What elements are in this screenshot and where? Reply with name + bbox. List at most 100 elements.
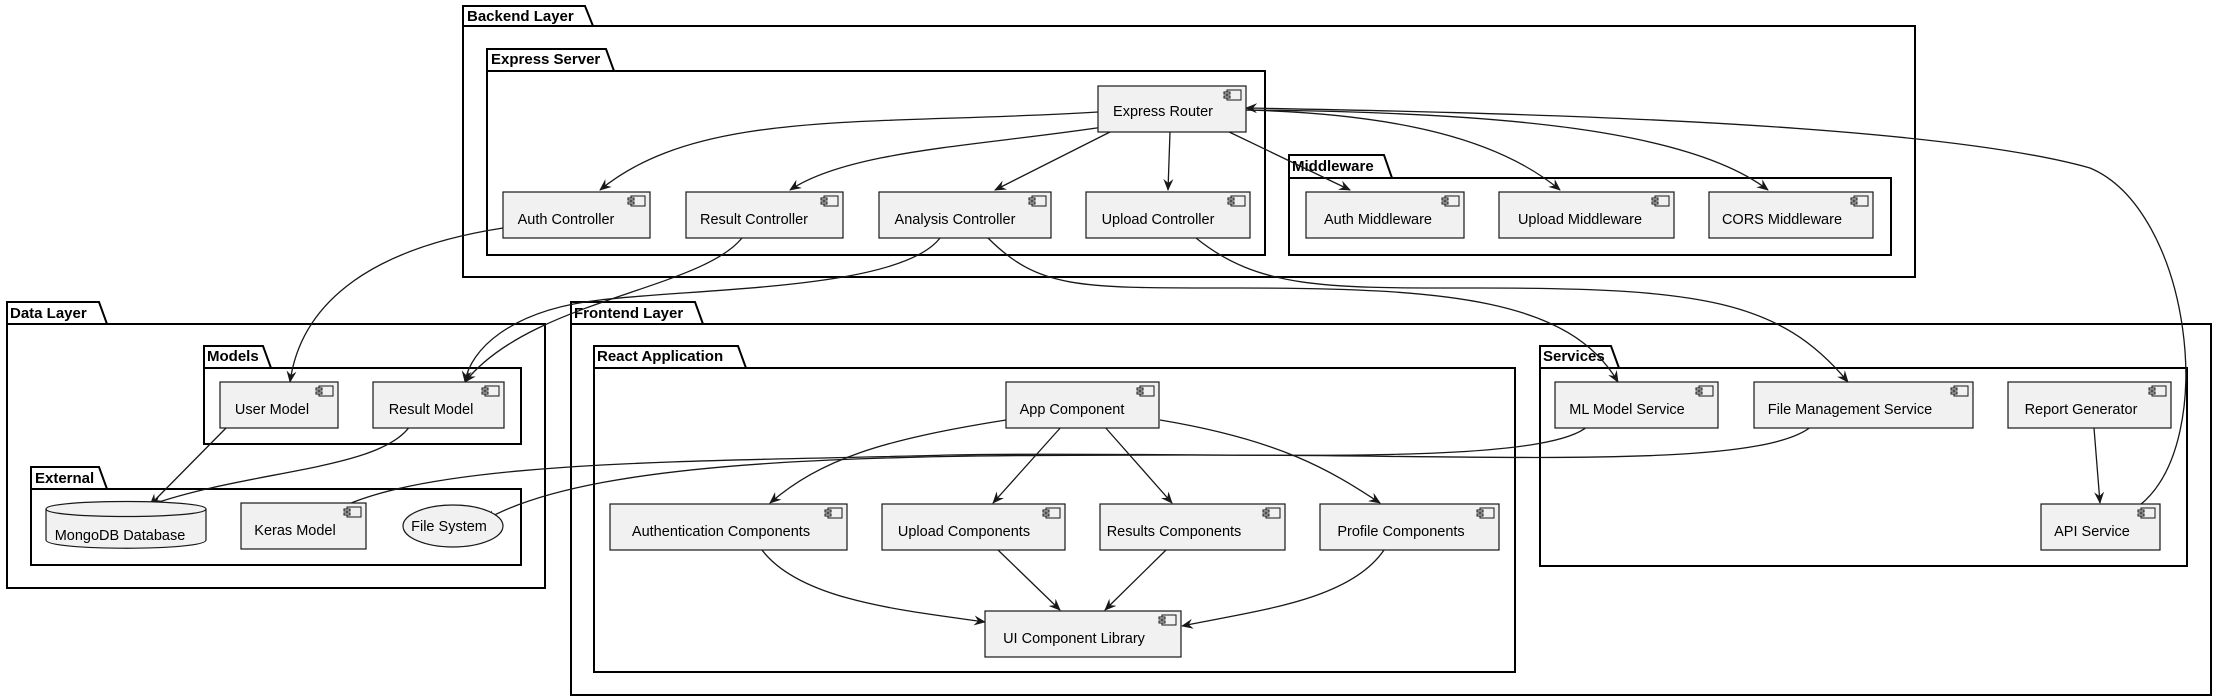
- edge-upload-controller-file-management: [1195, 237, 1849, 383]
- component-label: Auth Middleware: [1324, 212, 1432, 228]
- component-icon: [1950, 385, 1969, 397]
- package-frontend-layer: Frontend Layer: [570, 301, 2212, 696]
- package-backend-layer: Backend Layer: [462, 5, 1916, 278]
- package-models: Models: [203, 345, 522, 445]
- component-icon: [343, 506, 362, 518]
- edge-app-upload-components: [992, 425, 1063, 504]
- edge-results-components-ui-library: [1104, 549, 1167, 611]
- component-label: File Management Service: [1768, 402, 1932, 418]
- component-result-model: Result Model: [372, 381, 505, 429]
- package-title: External: [35, 470, 94, 487]
- component-label: Results Components: [1107, 524, 1242, 540]
- component-label: Profile Components: [1337, 524, 1464, 540]
- component-profile-components: Profile Components: [1319, 503, 1500, 551]
- package-react-application: React Application: [593, 345, 1516, 673]
- component-ml-model-service: ML Model Service: [1554, 381, 1719, 429]
- edge-analysis-controller-result-model: [461, 237, 941, 383]
- component-icon: [1262, 507, 1281, 519]
- component-cors-middleware: CORS Middleware: [1708, 191, 1874, 239]
- component-file-management-service: File Management Service: [1753, 381, 1974, 429]
- component-label: Keras Model: [254, 523, 335, 539]
- component-label: Report Generator: [2025, 402, 2138, 418]
- component-label: MongoDB Database: [55, 528, 186, 544]
- component-label: User Model: [235, 402, 309, 418]
- component-icon: [481, 385, 500, 397]
- edge-router-auth-controller: [599, 111, 1099, 191]
- edge-report-generator-api-service: [2093, 427, 2105, 504]
- component-icon: [1441, 195, 1460, 207]
- package-middleware: Middleware: [1288, 154, 1892, 256]
- edge-analysis-controller-ml-model-service: [987, 237, 1619, 383]
- edge-auth-components-ui-library: [761, 549, 986, 626]
- component-file-system: File System: [402, 504, 504, 548]
- component-upload-middleware: Upload Middleware: [1498, 191, 1675, 239]
- component-icon: [2148, 385, 2167, 397]
- component-label: Upload Middleware: [1518, 212, 1642, 228]
- component-icon: [1695, 385, 1714, 397]
- component-icon: [1227, 195, 1246, 207]
- component-icon: [1158, 614, 1177, 626]
- package-title: Express Server: [491, 51, 600, 68]
- component-label: Result Model: [389, 402, 474, 418]
- component-label: Express Router: [1113, 104, 1213, 120]
- edge-app-profile-components: [1159, 419, 1381, 504]
- edge-router-cors-middleware: [1245, 109, 1769, 191]
- component-label: Analysis Controller: [895, 212, 1016, 228]
- relationships: [149, 103, 2187, 629]
- component-label: File System: [411, 519, 487, 535]
- component-authentication-components: Authentication Components: [609, 503, 848, 551]
- component-express-router: Express Router: [1097, 85, 1247, 133]
- component-api-service: API Service: [2040, 503, 2161, 551]
- component-mongodb-database: MongoDB Database: [45, 500, 207, 549]
- edge-result-model-mongodb: [149, 425, 411, 507]
- component-icon: [824, 507, 843, 519]
- package-title: Middleware: [1292, 158, 1374, 175]
- package-services: Services: [1539, 345, 2188, 567]
- component-keras-model: Keras Model: [240, 502, 367, 550]
- package-data-layer: Data Layer: [6, 301, 546, 589]
- component-icon: [1476, 507, 1495, 519]
- component-icon: [1223, 89, 1242, 101]
- component-results-components: Results Components: [1099, 503, 1286, 551]
- edge-router-upload-controller: [1163, 131, 1174, 191]
- component-label: Upload Controller: [1102, 212, 1215, 228]
- component-label: Upload Components: [898, 524, 1030, 540]
- component-icon: [820, 195, 839, 207]
- component-auth-controller: Auth Controller: [502, 191, 651, 239]
- edge-ml-model-service-keras-model: [319, 425, 1589, 521]
- component-label: App Component: [1020, 402, 1125, 418]
- component-auth-middleware: Auth Middleware: [1305, 191, 1465, 239]
- component-icon: [315, 385, 334, 397]
- package-title: React Application: [597, 348, 723, 365]
- component-icon: [1136, 385, 1155, 397]
- component-upload-components: Upload Components: [881, 503, 1066, 551]
- package-title: Frontend Layer: [574, 305, 683, 322]
- component-label: CORS Middleware: [1722, 212, 1842, 228]
- component-analysis-controller: Analysis Controller: [878, 191, 1052, 239]
- component-result-controller: Result Controller: [685, 191, 844, 239]
- component-label: Authentication Components: [632, 524, 810, 540]
- edge-profile-components-ui-library: [1181, 549, 1385, 629]
- edge-file-management-file-system: [484, 425, 1813, 521]
- edge-upload-components-ui-library: [997, 549, 1061, 611]
- edge-router-analysis-controller: [994, 131, 1111, 191]
- package-title: Models: [207, 348, 259, 365]
- component-icon: [1042, 507, 1061, 519]
- component-icon: [1850, 195, 1869, 207]
- component-icon: [1651, 195, 1670, 207]
- package-title: Services: [1543, 348, 1605, 365]
- component-ui-component-library: UI Component Library: [984, 610, 1182, 658]
- component-report-generator: Report Generator: [2007, 381, 2172, 429]
- edge-router-result-controller: [789, 125, 1111, 191]
- edge-app-results-components: [1103, 425, 1173, 504]
- edge-router-auth-middleware: [1224, 129, 1351, 191]
- component-label: UI Component Library: [1003, 631, 1146, 647]
- component-app-component: App Component: [1005, 381, 1160, 429]
- package-external: External: [30, 466, 522, 566]
- component-label: API Service: [2054, 524, 2130, 540]
- component-upload-controller: Upload Controller: [1085, 191, 1251, 239]
- component-icon: [627, 195, 646, 207]
- edge-app-auth-components: [769, 419, 1007, 504]
- component-label: Auth Controller: [518, 212, 615, 228]
